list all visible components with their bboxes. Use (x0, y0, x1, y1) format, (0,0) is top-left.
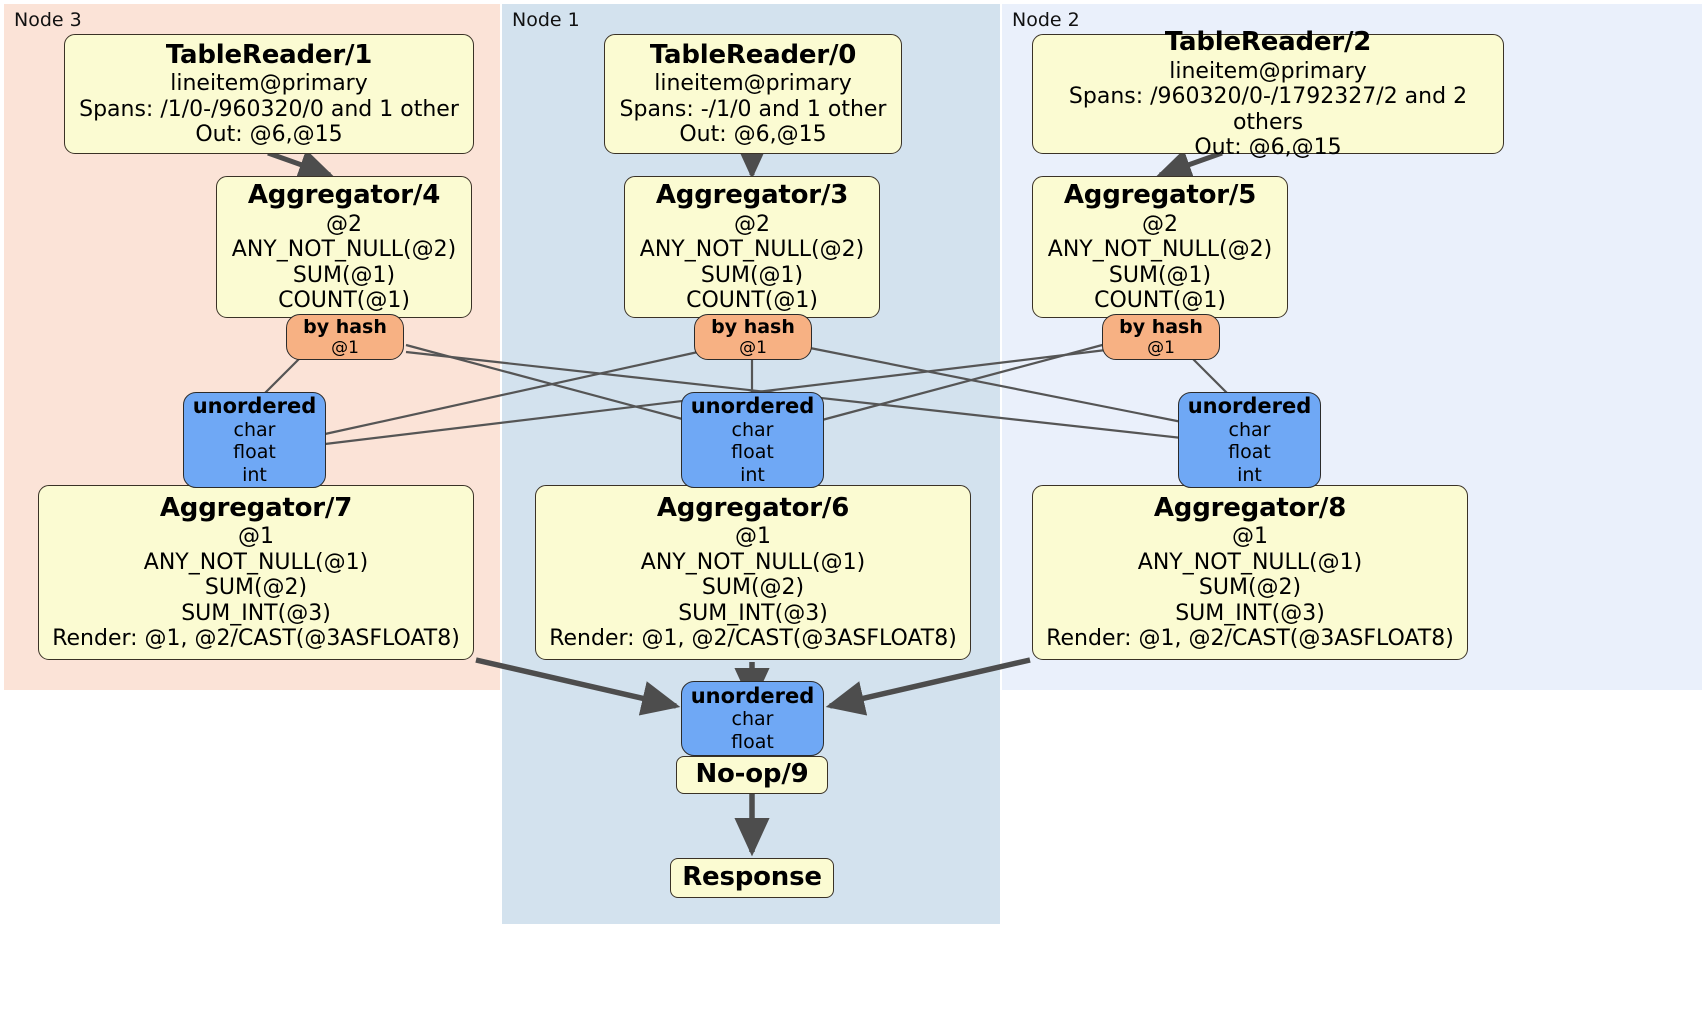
box-func-3: COUNT(@1) (686, 288, 818, 314)
box-title: No-op/9 (695, 759, 809, 790)
box-title: Aggregator/7 (159, 493, 353, 524)
router-title: unordered (1187, 394, 1312, 418)
box-group: @2 (1142, 211, 1178, 237)
box-func-3: COUNT(@1) (1094, 288, 1226, 314)
box-render: Render: @1, @2/CAST(@3ASFLOAT8) (52, 626, 460, 652)
router-type-3: int (242, 463, 267, 486)
box-func-3: SUM_INT(@3) (1175, 600, 1325, 626)
box-func-2: SUM(@1) (292, 262, 396, 288)
router-type-1: char (731, 708, 774, 731)
router-by-hash-center[interactable]: by hash @1 (694, 314, 812, 360)
box-table: lineitem@primary (654, 71, 852, 97)
box-title: Aggregator/6 (656, 493, 850, 524)
box-func-2: SUM(@2) (701, 575, 805, 601)
router-type-1: char (233, 418, 276, 441)
processor-box-aggregator-3[interactable]: Aggregator/3 @2 ANY_NOT_NULL(@2) SUM(@1)… (624, 176, 880, 318)
processor-box-noop-9[interactable]: No-op/9 (676, 756, 828, 794)
processor-box-aggregator-5[interactable]: Aggregator/5 @2 ANY_NOT_NULL(@2) SUM(@1)… (1032, 176, 1288, 318)
box-func-1: ANY_NOT_NULL(@1) (1137, 549, 1363, 575)
box-title: TableReader/0 (649, 40, 857, 71)
node-panel-label-node3: Node 3 (14, 9, 82, 31)
box-table: lineitem@primary (170, 71, 368, 97)
box-title: Response (682, 862, 822, 893)
box-func-2: SUM(@1) (1108, 262, 1212, 288)
processor-box-aggregator-8[interactable]: Aggregator/8 @1 ANY_NOT_NULL(@1) SUM(@2)… (1032, 485, 1468, 660)
router-type-2: float (731, 441, 774, 464)
box-func-1: ANY_NOT_NULL(@2) (639, 237, 865, 263)
box-out: Out: @6,@15 (195, 122, 343, 148)
router-title: unordered (690, 683, 815, 708)
box-spans: Spans: /960320/0-/1792327/2 and 2 others (1068, 84, 1468, 135)
box-func-2: SUM(@2) (204, 575, 308, 601)
router-type-1: char (731, 418, 774, 441)
processor-box-tablereader-2[interactable]: TableReader/2 lineitem@primary Spans: /9… (1032, 27, 1504, 160)
box-spans: Spans: -/1/0 and 1 other (619, 96, 887, 122)
box-out: Out: @6,@15 (1194, 135, 1342, 161)
router-title: by hash (1119, 315, 1203, 338)
box-func-2: SUM(@2) (1198, 575, 1302, 601)
router-type-2: float (233, 441, 276, 464)
router-column: @1 (1147, 338, 1175, 359)
box-title: TableReader/2 (1164, 27, 1372, 58)
box-func-3: COUNT(@1) (278, 288, 410, 314)
router-unordered-center[interactable]: unordered char float int (681, 392, 824, 488)
node-panel-label-node1: Node 1 (512, 9, 580, 31)
processor-box-aggregator-7[interactable]: Aggregator/7 @1 ANY_NOT_NULL(@1) SUM(@2)… (38, 485, 474, 660)
box-spans: Spans: /1/0-/960320/0 and 1 other (79, 96, 459, 122)
box-func-2: SUM(@1) (700, 262, 804, 288)
box-group: @1 (1232, 524, 1268, 550)
box-render: Render: @1, @2/CAST(@3ASFLOAT8) (549, 626, 957, 652)
router-column: @1 (739, 338, 767, 359)
processor-box-tablereader-0[interactable]: TableReader/0 lineitem@primary Spans: -/… (604, 34, 902, 154)
box-group: @1 (238, 524, 274, 550)
box-func-1: ANY_NOT_NULL(@1) (143, 549, 369, 575)
box-title: Aggregator/8 (1153, 493, 1347, 524)
box-group: @2 (326, 211, 362, 237)
router-by-hash-right[interactable]: by hash @1 (1102, 314, 1220, 360)
router-column: @1 (331, 338, 359, 359)
router-title: by hash (303, 315, 387, 338)
router-type-3: int (740, 463, 765, 486)
router-type-1: char (1228, 418, 1271, 441)
box-group: @2 (734, 211, 770, 237)
box-func-3: SUM_INT(@3) (678, 600, 828, 626)
box-render: Render: @1, @2/CAST(@3ASFLOAT8) (1046, 626, 1454, 652)
box-title: Aggregator/4 (247, 180, 441, 211)
node-panel-label-node2: Node 2 (1012, 9, 1080, 31)
processor-box-aggregator-4[interactable]: Aggregator/4 @2 ANY_NOT_NULL(@2) SUM(@1)… (216, 176, 472, 318)
router-title: unordered (192, 394, 317, 418)
box-func-1: ANY_NOT_NULL(@1) (640, 549, 866, 575)
router-by-hash-left[interactable]: by hash @1 (286, 314, 404, 360)
router-type-2: float (731, 730, 774, 753)
router-type-2: float (1228, 441, 1271, 464)
box-title: Aggregator/5 (1063, 180, 1257, 211)
router-title: unordered (690, 394, 815, 418)
box-group: @1 (735, 524, 771, 550)
box-title: Aggregator/3 (655, 180, 849, 211)
box-func-1: ANY_NOT_NULL(@2) (1047, 237, 1273, 263)
box-out: Out: @6,@15 (679, 122, 827, 148)
processor-box-aggregator-6[interactable]: Aggregator/6 @1 ANY_NOT_NULL(@1) SUM(@2)… (535, 485, 971, 660)
box-func-1: ANY_NOT_NULL(@2) (231, 237, 457, 263)
processor-box-tablereader-1[interactable]: TableReader/1 lineitem@primary Spans: /1… (64, 34, 474, 154)
box-title: TableReader/1 (165, 40, 373, 71)
router-unordered-right[interactable]: unordered char float int (1178, 392, 1321, 488)
box-func-3: SUM_INT(@3) (181, 600, 331, 626)
router-unordered-left[interactable]: unordered char float int (183, 392, 326, 488)
router-unordered-final[interactable]: unordered char float (681, 681, 824, 756)
router-type-3: int (1237, 463, 1262, 486)
box-table: lineitem@primary (1169, 58, 1367, 84)
processor-box-response[interactable]: Response (670, 858, 834, 898)
router-title: by hash (711, 315, 795, 338)
